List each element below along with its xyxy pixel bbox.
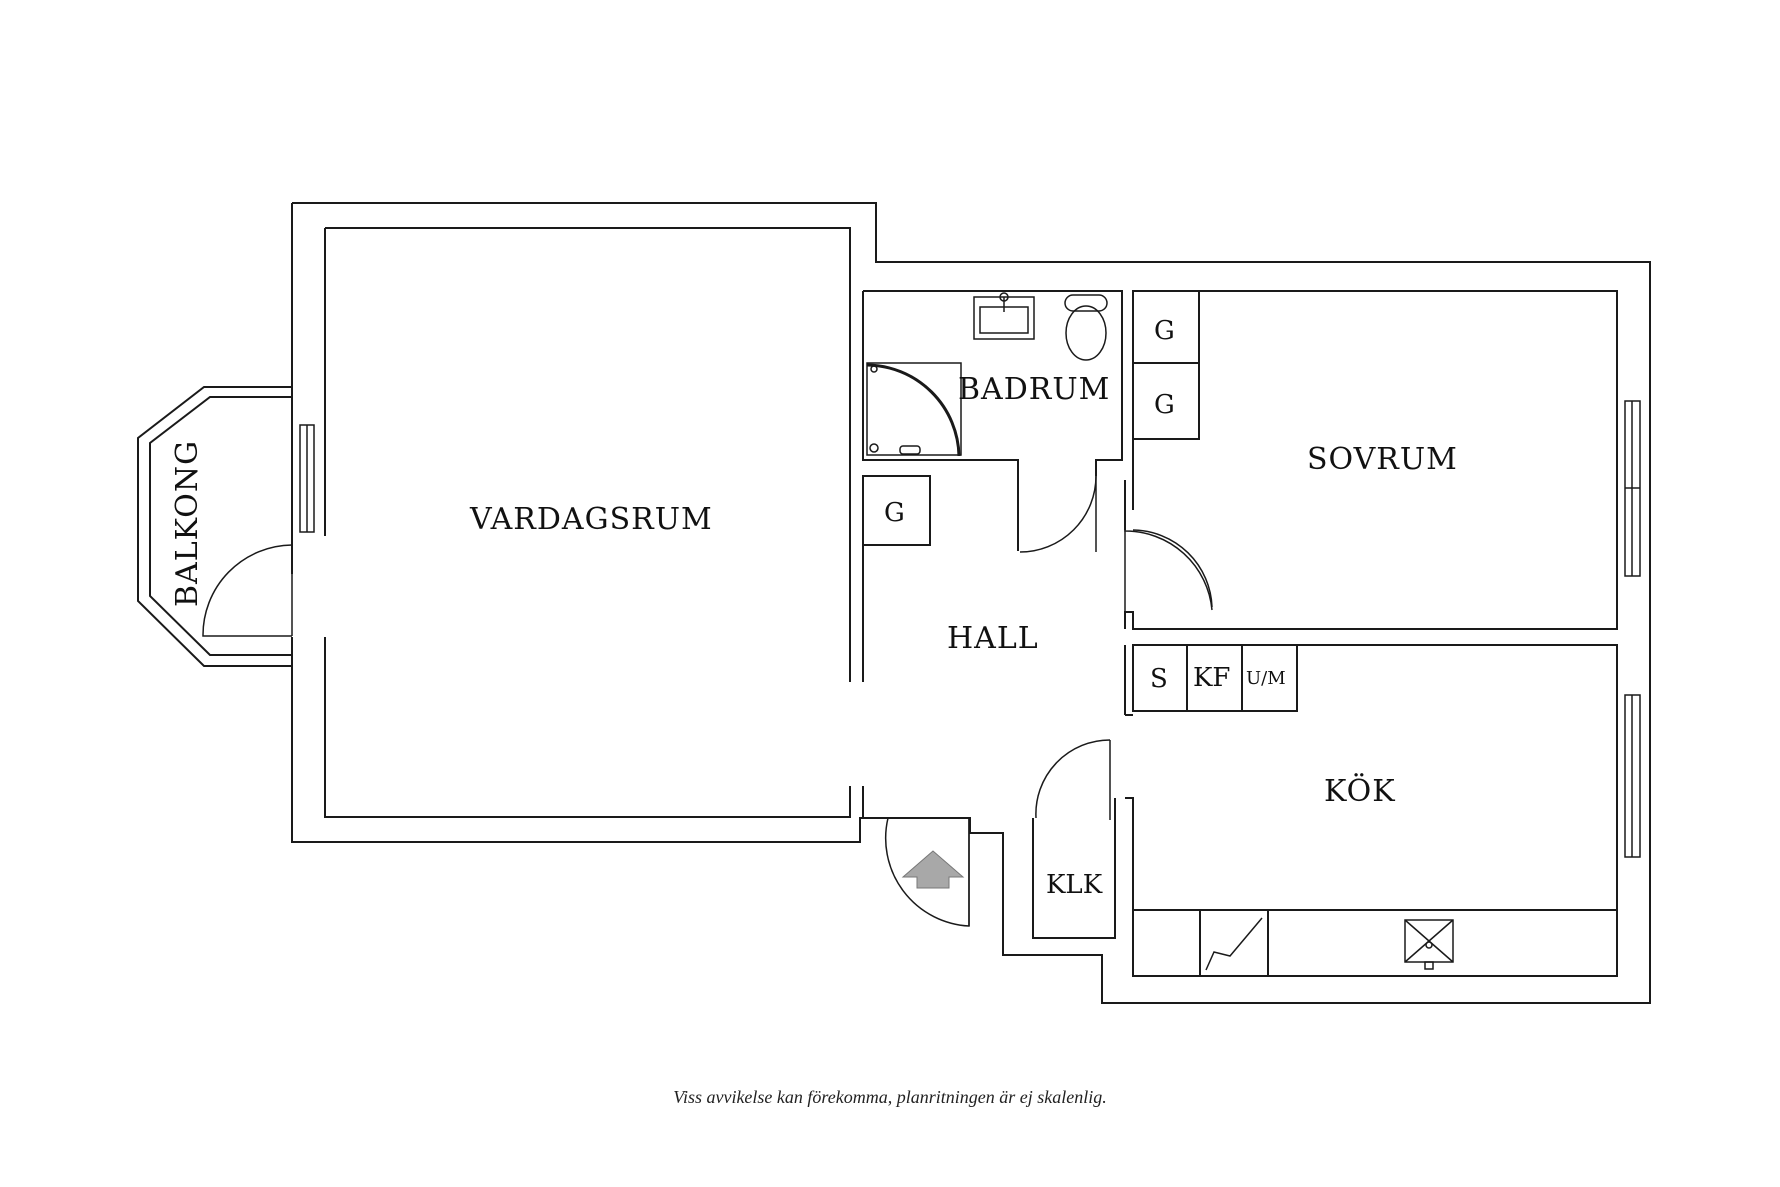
bathroom-door [1019, 475, 1097, 553]
entrance-door [884, 817, 970, 927]
kitchen-label: KÖK [1324, 773, 1396, 809]
shower-icon [866, 362, 962, 457]
bathroom: BADRUM [862, 290, 1123, 553]
balcony [137, 386, 315, 667]
balcony-door [202, 544, 293, 637]
storage-g-2: G [1154, 390, 1175, 420]
hall: G HALL [862, 475, 1039, 927]
bedroom: G G SOVRUM [1124, 290, 1641, 630]
storage-um-box [1241, 644, 1298, 712]
closet-g-2 [1132, 362, 1200, 440]
klk-door [1035, 739, 1111, 819]
sink-icon [973, 292, 1035, 340]
entrance-arrow-icon [901, 850, 965, 889]
balcony-label: BALKONG [170, 440, 205, 607]
outer-wall [291, 202, 1651, 1004]
toilet-icon [1064, 294, 1108, 361]
hall-label: HALL [947, 621, 1039, 656]
disclaimer: Viss avvikelse kan förekomma, planritnin… [673, 1087, 1106, 1107]
storage-g-1: G [1154, 316, 1175, 346]
klk-label: KLK [1046, 870, 1103, 900]
bedroom-door [1124, 530, 1213, 611]
storage-kf: KF [1193, 663, 1230, 693]
storage-g-hall: G [884, 498, 905, 528]
stove-icon [1205, 917, 1263, 971]
storage-s: S [1150, 664, 1168, 694]
bedroom-label: SOVRUM [1307, 442, 1458, 477]
closet-klk: KLK [1032, 739, 1116, 939]
kitchen: S KF U/M KÖK [1124, 644, 1641, 977]
storage-um: U/M [1246, 668, 1286, 689]
kitchen-sink-icon [1404, 919, 1454, 970]
bathroom-label: BADRUM [958, 372, 1110, 407]
living-room-label: VARDAGSRUM [469, 502, 713, 537]
